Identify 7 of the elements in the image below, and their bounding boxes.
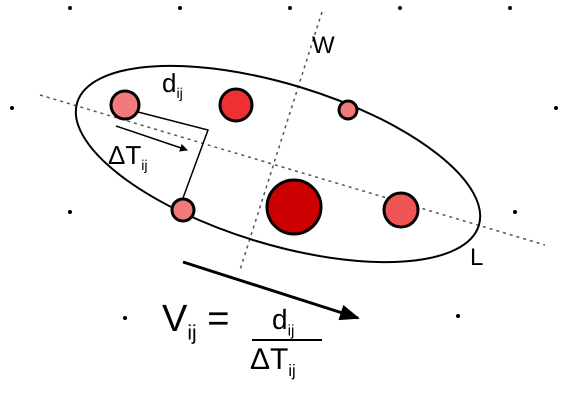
fraction-term: d$_{ij}$	[272, 306, 294, 339]
variable-label: L	[470, 246, 484, 270]
variable-label: W	[312, 34, 335, 58]
fraction-term: ΔT$_{ij}$	[250, 345, 296, 380]
variable-label: d$_{ij}$	[162, 70, 183, 102]
formula-text: V$_{ij}$ =	[162, 300, 230, 344]
variable-label: ΔT$_{ij}$	[108, 142, 148, 174]
